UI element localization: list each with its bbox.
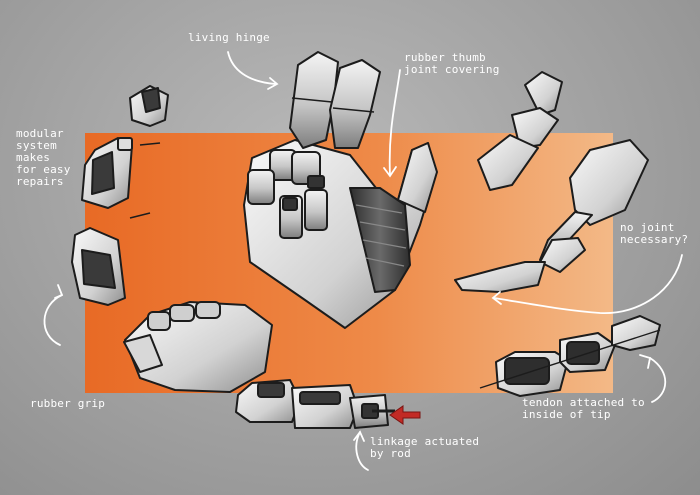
rubber-grip-part <box>123 301 273 393</box>
annotation-tendon: tendon attached to inside of tip <box>522 396 645 421</box>
fingertip-module <box>129 85 169 127</box>
annotation-rubber-grip: rubber grip <box>30 397 106 410</box>
annotation-no-joint: no joint necessary? <box>620 221 689 246</box>
curved-finger <box>454 71 649 293</box>
annotation-leaders <box>43 51 683 471</box>
annotation-modular-system: modular system makes for easy repairs <box>16 127 71 188</box>
finger-segment-module <box>81 137 161 209</box>
linkage-finger <box>235 379 395 429</box>
annotation-linkage: linkage actuated by rod <box>370 435 480 460</box>
annotation-rubber-thumb: rubber thumb joint covering <box>404 51 500 76</box>
tendon-finger <box>479 315 661 397</box>
finger-base-module <box>71 212 151 306</box>
rod-arrow-icon <box>389 405 421 425</box>
annotation-living-hinge: living hinge <box>188 31 270 44</box>
main-hand <box>243 51 438 329</box>
